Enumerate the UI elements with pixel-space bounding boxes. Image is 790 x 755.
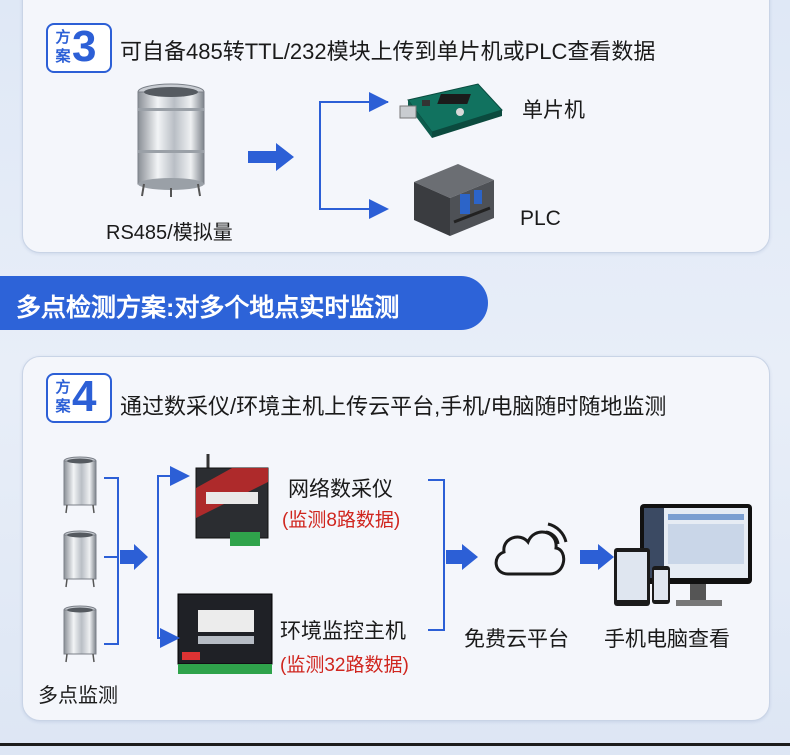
target-mcu-label: 单片机 xyxy=(522,99,585,122)
multi-point-banner: 多点检测方案:对多个地点实时监测 xyxy=(0,276,488,330)
plan3-badge: 方案 3 xyxy=(46,22,112,73)
plan3-sensor-label: RS485/模拟量 xyxy=(106,222,233,244)
rain-gauge-icon-3 xyxy=(63,605,97,663)
rain-gauge-icon-1 xyxy=(63,456,97,514)
plan4-heading: 通过数采仪/环境主机上传云平台,手机/电脑随时随地监测 xyxy=(120,394,667,419)
device2-note: (监测32路数据) xyxy=(280,655,409,676)
env-host-icon xyxy=(177,593,273,674)
plan3-heading: 可自备485转TTL/232模块上传到单片机或PLC查看数据 xyxy=(120,39,656,64)
plc-icon xyxy=(414,164,494,236)
rain-gauge-icon xyxy=(137,83,205,197)
bottom-divider xyxy=(0,743,790,746)
sensors-label: 多点监测 xyxy=(38,685,118,707)
plan4-badge-text: 方案 xyxy=(55,379,71,415)
plan4-badge-number: 4 xyxy=(72,372,97,421)
mcu-board-icon xyxy=(399,83,503,138)
plan3-badge-text: 方案 xyxy=(55,29,71,65)
device2-name: 环境监控主机 xyxy=(280,620,406,643)
monitor-devices-icon xyxy=(614,504,752,606)
data-collector-icon xyxy=(195,454,269,546)
plan4-badge: 方案 4 xyxy=(46,372,112,423)
device1-note: (监测8路数据) xyxy=(282,510,401,531)
view-label: 手机电脑查看 xyxy=(604,628,730,651)
banner-title: 多点检测方案:对多个地点实时监测 xyxy=(16,294,400,322)
plan3-badge-number: 3 xyxy=(72,22,97,71)
rain-gauge-icon-2 xyxy=(63,530,97,588)
cloud-label: 免费云平台 xyxy=(464,628,569,651)
cloud-icon xyxy=(494,522,568,576)
target-plc-label: PLC xyxy=(520,207,561,230)
device1-name: 网络数采仪 xyxy=(288,478,393,501)
